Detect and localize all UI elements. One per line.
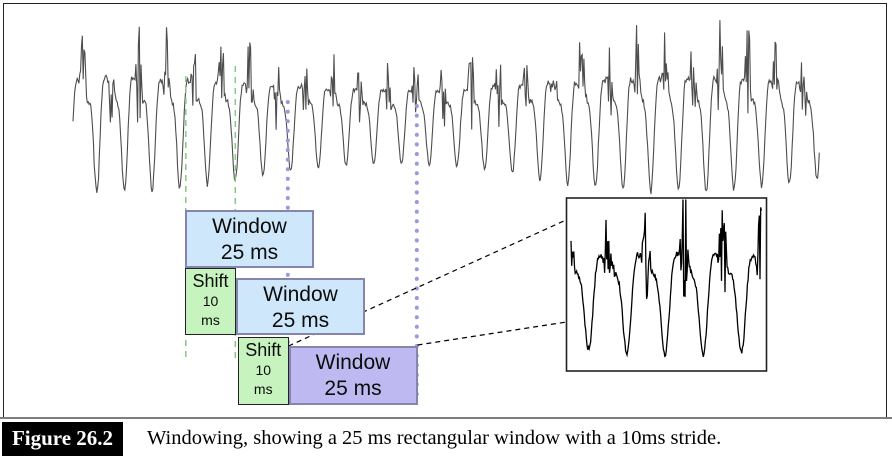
shift-box-1-amount: 10 (202, 293, 219, 309)
shift-box-1-title: Shift (192, 271, 229, 291)
window-box-3-title: Window (315, 351, 391, 374)
shift-box-2: Shift 10 ms (237, 337, 289, 405)
zoom-inset-box (565, 197, 768, 372)
window-box-1: Window 25 ms (185, 210, 314, 268)
figure-caption: Windowing, showing a 25 ms rectangular w… (147, 427, 722, 449)
shift-box-2-title: Shift (245, 340, 282, 360)
shift-box-2-unit: ms (253, 381, 273, 397)
window-box-2-title: Window (263, 283, 338, 306)
window-box-1-duration: 25 ms (220, 241, 279, 264)
window-box-2: Window 25 ms (236, 278, 365, 335)
window-box-1-title: Window (212, 215, 287, 238)
window-box-3-duration: 25 ms (324, 377, 382, 400)
zoom-connector-line-2 (417, 321, 567, 346)
figure-label: Figure 26.2 (2, 422, 123, 456)
figure-frame (3, 3, 887, 417)
window-box-2-duration: 25 ms (271, 309, 330, 332)
shift-box-2-amount: 10 (255, 362, 272, 378)
shift-box-1: Shift 10 ms (185, 268, 236, 335)
shift-box-1-unit: ms (201, 312, 220, 328)
zoomed-waveform (570, 199, 763, 358)
speech-waveform (72, 20, 820, 195)
window-box-3: Window 25 ms (288, 346, 418, 405)
caption-divider (0, 416, 892, 419)
